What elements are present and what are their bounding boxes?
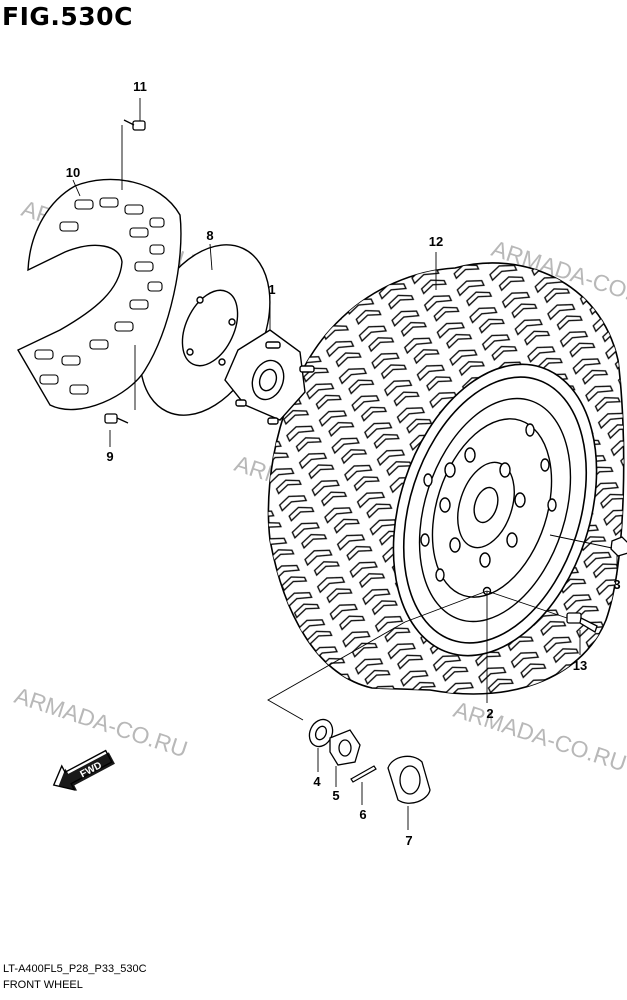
figure-title: FIG.530C: [2, 2, 133, 31]
wheel-rim-2: [418, 397, 572, 623]
bolt-11: [123, 119, 146, 131]
castle-nut-5: [329, 729, 361, 766]
bolt-9: [104, 413, 129, 424]
callouts: 1 2 3 4 5 6 7 8 9 10 11 12 13: [66, 79, 621, 848]
callout-2: 2: [486, 706, 493, 721]
washer-4: [308, 718, 334, 748]
callout-11: 11: [133, 79, 147, 94]
callout-13: 13: [573, 658, 587, 673]
watermark-text: ARMADA-CO.RU: [450, 696, 627, 776]
brake-guard-10: [17, 178, 182, 411]
callout-7: 7: [405, 833, 412, 848]
figure-code: LT-A400FL5_P28_P33_530C: [3, 963, 147, 975]
callout-3: 3: [613, 577, 620, 592]
callout-6: 6: [359, 807, 366, 822]
callout-12: 12: [429, 234, 443, 249]
figure-caption: LT-A400FL5_P28_P33_530C FRONT WHEEL: [3, 961, 147, 993]
figure-name: FRONT WHEEL: [3, 979, 83, 991]
callout-9: 9: [106, 449, 113, 464]
cotter-pin-6: [350, 765, 377, 783]
callout-1: 1: [268, 282, 275, 297]
callout-8: 8: [206, 228, 213, 243]
wheel-hub-1: [224, 329, 315, 425]
watermark-text: ARMADA-CO.RU: [11, 682, 190, 762]
callout-4: 4: [313, 774, 321, 789]
callout-10: 10: [66, 165, 80, 180]
nut-3: [610, 536, 627, 557]
hub-cap-7: [387, 755, 431, 804]
callout-5: 5: [332, 788, 339, 803]
fwd-arrow: FWD: [52, 749, 115, 791]
leader-lines: [72, 98, 618, 830]
